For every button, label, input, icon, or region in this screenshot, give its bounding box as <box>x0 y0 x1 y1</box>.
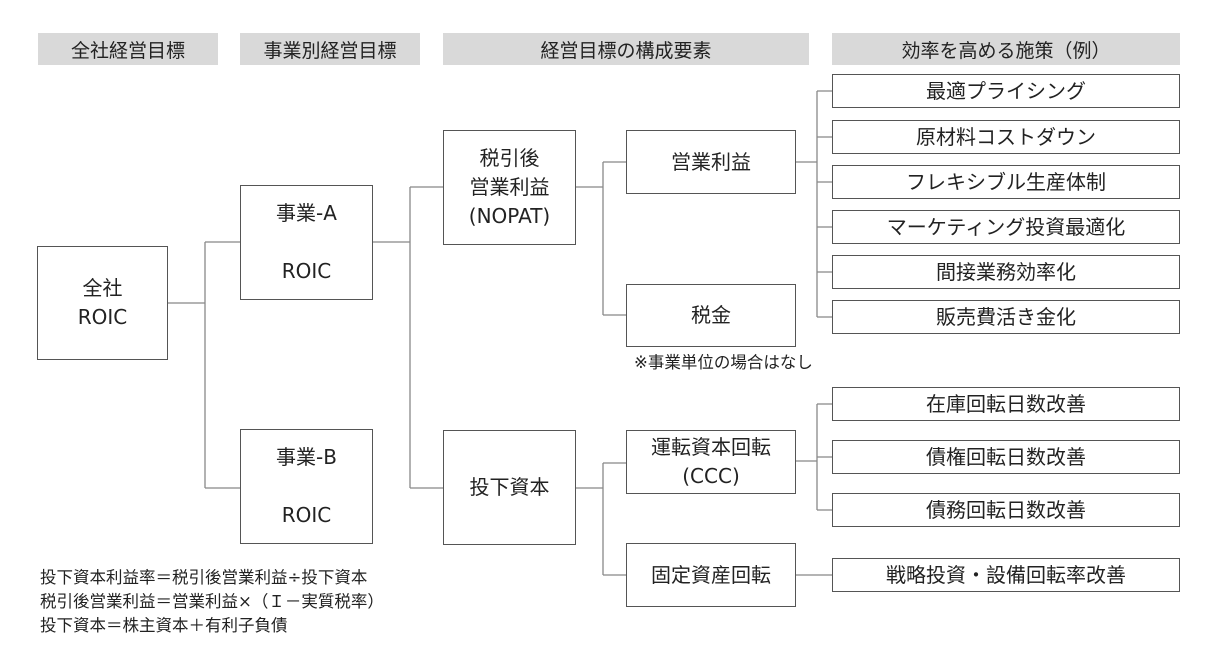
node-company-roic: 全社 ROIC <box>37 246 168 360</box>
header-company-goal: 全社経営目標 <box>38 33 218 65</box>
measure-item: 在庫回転日数改善 <box>832 387 1180 421</box>
formula-line: 税引後営業利益＝営業利益×（Ｉ－実質税率） <box>40 592 384 611</box>
formula-notes: 投下資本利益率＝税引後営業利益÷投下資本 税引後営業利益＝営業利益×（Ｉ－実質税… <box>40 566 384 638</box>
node-working-capital: 運転資本回転 (CCC) <box>626 430 796 494</box>
node-fixed-assets-label: 固定資産回転 <box>651 562 771 587</box>
header-measures: 効率を高める施策（例） <box>832 33 1180 65</box>
header-components: 経営目標の構成要素 <box>443 33 809 65</box>
node-nopat: 税引後 営業利益 (NOPAT) <box>443 130 576 245</box>
node-tax: 税金 <box>626 284 796 347</box>
measure-item: マーケティング投資最適化 <box>832 210 1180 244</box>
measure-item: フレキシブル生産体制 <box>832 165 1180 199</box>
node-operating-profit: 営業利益 <box>626 130 796 194</box>
node-working-capital-label: 運転資本回転 (CCC) <box>651 435 771 488</box>
node-fixed-assets: 固定資産回転 <box>626 543 796 607</box>
measure-item: 原材料コストダウン <box>832 120 1180 154</box>
node-business-a-label: 事業-A ROIC <box>276 201 337 283</box>
node-business-a: 事業-A ROIC <box>240 185 373 300</box>
tax-note: ※事業単位の場合はなし <box>634 353 813 372</box>
measure-item: 債務回転日数改善 <box>832 493 1180 527</box>
node-tax-label: 税金 <box>691 303 731 327</box>
node-company-roic-label: 全社 ROIC <box>77 276 128 329</box>
measure-item: 最適プライシング <box>832 74 1180 108</box>
node-business-b-label: 事業-B ROIC <box>276 445 337 527</box>
node-nopat-label: 税引後 営業利益 (NOPAT) <box>468 146 551 228</box>
formula-line: 投下資本＝株主資本＋有利子負債 <box>40 616 288 635</box>
node-business-b: 事業-B ROIC <box>240 429 373 544</box>
measure-item: 間接業務効率化 <box>832 255 1180 289</box>
measure-item: 戦略投資・設備回転率改善 <box>832 558 1180 592</box>
header-business-goal: 事業別経営目標 <box>240 33 420 65</box>
measure-item: 販売費活き金化 <box>832 300 1180 334</box>
node-invested-capital-label: 投下資本 <box>469 475 550 499</box>
measure-item: 債権回転日数改善 <box>832 440 1180 474</box>
node-operating-profit-label: 営業利益 <box>671 149 751 174</box>
formula-line: 投下資本利益率＝税引後営業利益÷投下資本 <box>40 568 368 587</box>
node-invested-capital: 投下資本 <box>443 430 576 545</box>
